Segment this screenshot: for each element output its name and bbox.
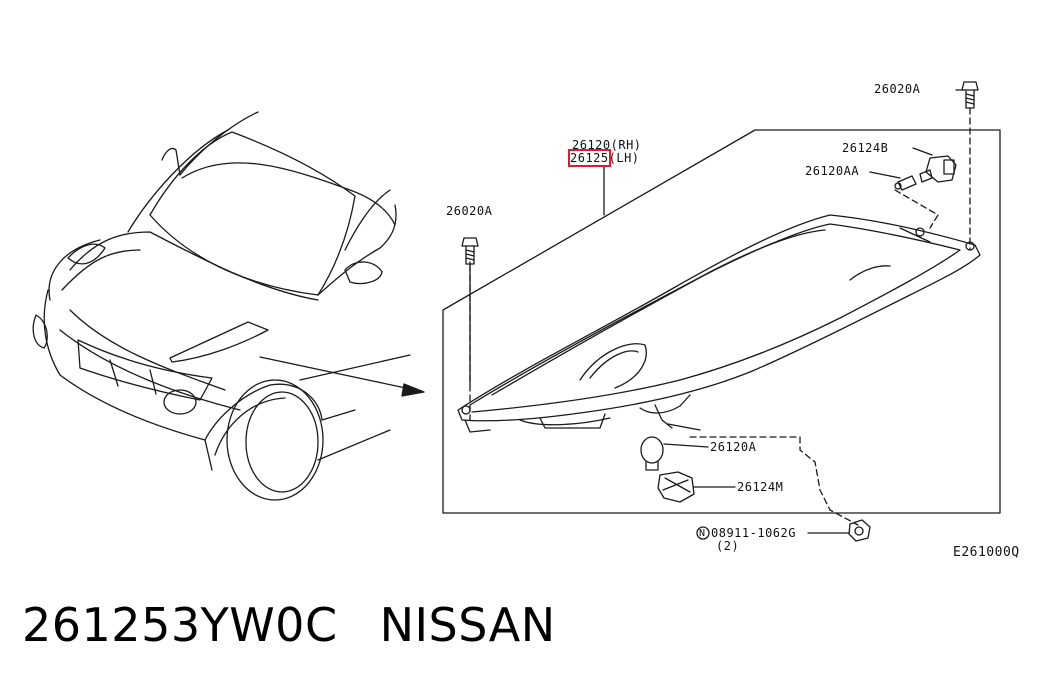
label-lh-side: (LH) <box>608 151 640 165</box>
label-socket-top[interactable]: 26124B <box>842 141 889 155</box>
diagram-code: E261000Q <box>953 545 1020 560</box>
detail-frame <box>442 129 1001 514</box>
label-screw-top[interactable]: 26020A <box>874 82 921 96</box>
headlamp-assembly <box>457 214 981 433</box>
socket-top <box>919 155 957 183</box>
part-caption: 261253YW0C NISSAN <box>22 598 556 652</box>
screw-top <box>961 81 979 109</box>
label-nut-part[interactable]: 08911-1062G <box>711 526 796 540</box>
label-rh-part[interactable]: 26120(RH) <box>572 138 642 152</box>
nut <box>696 519 871 542</box>
label-bulb-small[interactable]: 26120AA <box>805 164 860 178</box>
label-nut-marker: N <box>699 528 706 539</box>
part-number: 261253YW0C <box>22 598 338 652</box>
bulb-main <box>640 436 709 471</box>
screw-left <box>461 237 479 265</box>
label-bulb-main[interactable]: 26120A <box>710 440 757 454</box>
brand-name: NISSAN <box>379 598 556 652</box>
label-screw-left[interactable]: 26020A <box>446 204 493 218</box>
label-socket-main[interactable]: 26124M <box>737 480 784 494</box>
car-illustration <box>32 111 425 501</box>
bulb-small <box>894 175 917 191</box>
label-lh-number-highlight[interactable]: 26125 <box>568 149 611 167</box>
socket-main <box>657 471 736 503</box>
label-nut-qty: (2) <box>716 539 740 553</box>
label-lh-part: 26125(LH) <box>568 149 640 167</box>
